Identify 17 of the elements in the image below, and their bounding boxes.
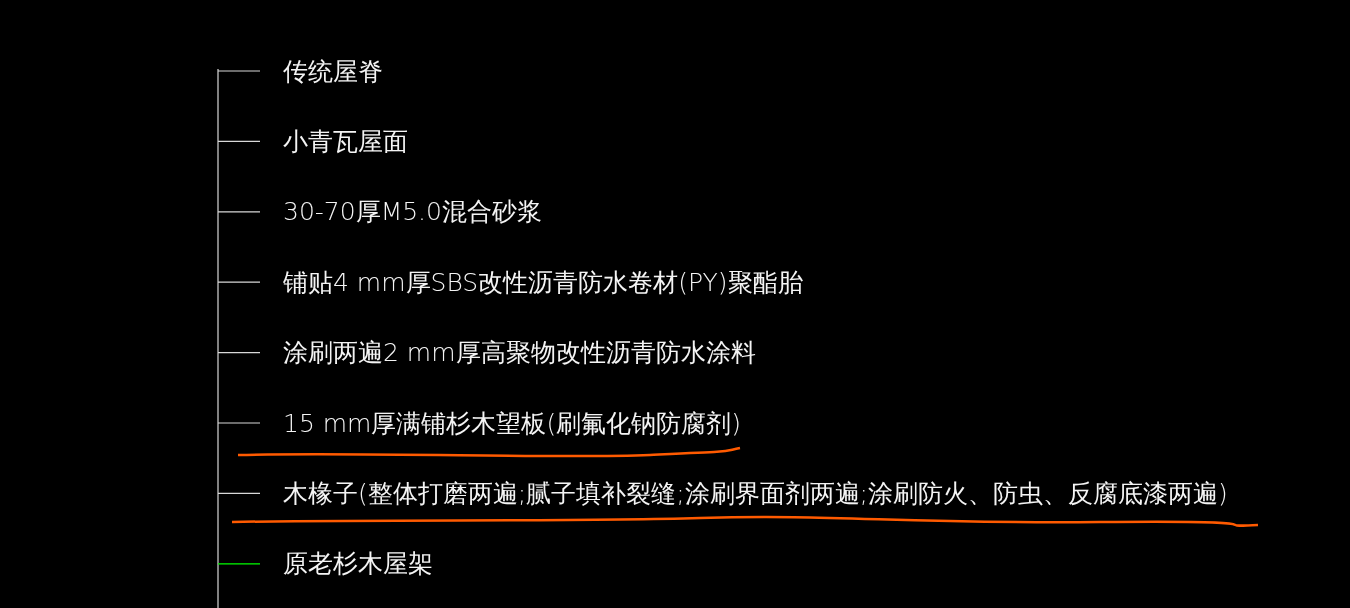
layer-label: 传统屋脊 [283,55,383,88]
layer-label: 原老杉木屋架 [283,548,433,581]
leader-line [217,563,261,565]
layer-label: 木椽子(整体打磨两遍;腻子填补裂缝;涂刷界面剂两遍;涂刷防火、防虫、反腐底漆两遍) [283,477,1228,510]
layer-label: 小青瓦屋面 [283,125,408,158]
leader-line [217,492,261,494]
leader-line [217,140,261,142]
leader-line [217,211,261,213]
layer-label: 铺贴4 mm厚SBS改性沥青防水卷材(PY)聚酯胎 [283,266,803,299]
leader-line [217,352,261,354]
layer-label: 30-70厚M5.0混合砂浆 [283,196,542,229]
layer-label: 涂刷两遍2 mm厚高聚物改性沥青防水涂料 [283,337,756,370]
leader-line [217,68,219,608]
leader-line [217,281,261,283]
leader-line [217,70,261,72]
layer-label: 15 mm厚满铺杉木望板(刷氟化钠防腐剂) [283,407,741,440]
leader-line [217,422,261,424]
